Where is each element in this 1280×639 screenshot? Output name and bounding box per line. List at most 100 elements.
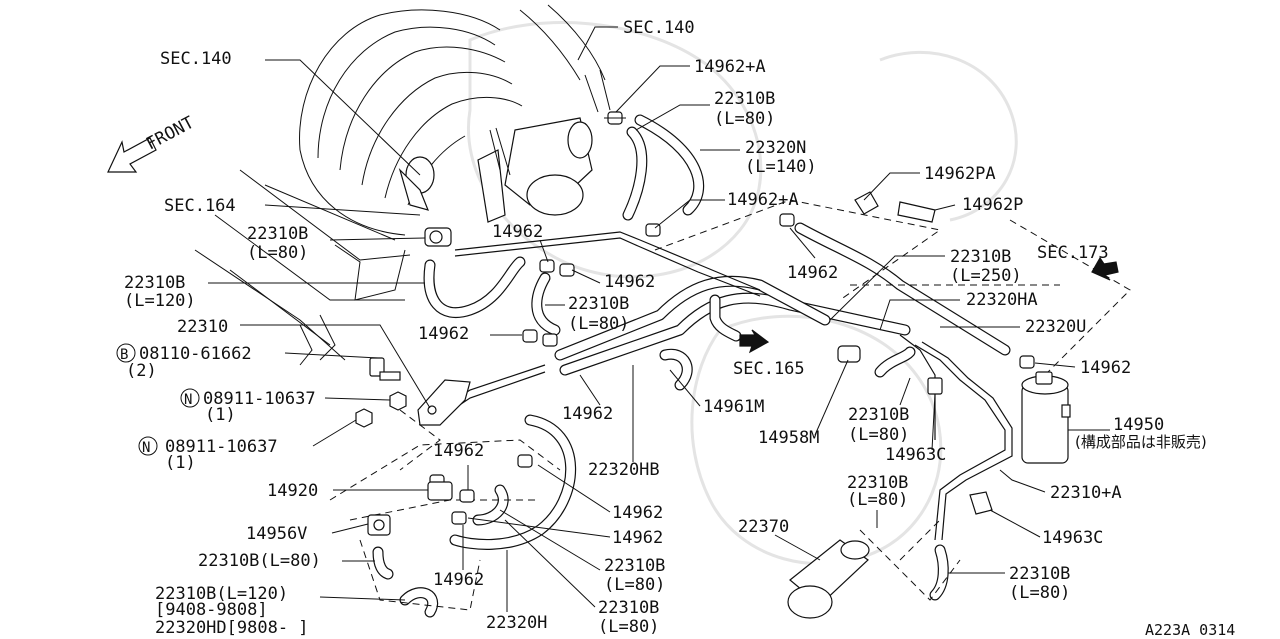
filter-icon xyxy=(787,539,870,619)
valve-icon xyxy=(367,514,391,536)
clamp-icon xyxy=(539,259,575,277)
label-sec164: SEC.164 xyxy=(164,196,236,216)
bolt-icon xyxy=(369,357,401,381)
hoses xyxy=(372,114,1011,618)
label-14961m: 14961M xyxy=(703,397,764,417)
label-14958m: 14958M xyxy=(758,428,819,448)
clamp-icon xyxy=(897,201,936,223)
clamp-icon xyxy=(854,191,879,215)
label-22310b-8: 22310B xyxy=(598,598,659,618)
front-label: FRONT xyxy=(143,113,198,155)
leader-lines xyxy=(208,26,1110,612)
label-22310b-5-len: (L=80) xyxy=(847,490,908,510)
label-22320h: 22320H xyxy=(486,613,547,633)
rigid-tubes xyxy=(439,231,1013,541)
label-22310b-2: 22310B xyxy=(247,224,308,244)
label-14962-e: 14962 xyxy=(1080,358,1131,378)
label-22310b-2-len: (L=80) xyxy=(247,243,308,263)
label-22310b-1-len: (L=80) xyxy=(714,109,775,129)
label-14950: 14950 xyxy=(1113,415,1164,435)
label-14920: 14920 xyxy=(267,481,318,501)
label-22310b-3-len: (L=80) xyxy=(568,314,629,334)
label-22310b-7: 22310B xyxy=(1009,564,1070,584)
label-14962-c: 14962 xyxy=(604,272,655,292)
label-range-1: [9408-9808] xyxy=(155,600,268,620)
label-sec173: SEC.173 xyxy=(1037,243,1109,263)
nut-icon xyxy=(389,391,407,411)
label-14962-f: 14962 xyxy=(562,404,613,424)
part-labels: SEC.140 SEC.140 14962+A 22310B (L=80) 22… xyxy=(116,18,1235,639)
label-22320hb: 22320HB xyxy=(588,460,660,480)
label-14962a-mid: 14962+A xyxy=(727,190,799,210)
label-22310a: 22310+A xyxy=(1050,483,1122,503)
label-22320u: 22320U xyxy=(1025,317,1086,337)
label-22310b-250: 22310B xyxy=(950,247,1011,267)
label-14962-b: 14962 xyxy=(787,263,838,283)
label-nut2-circle: N xyxy=(142,440,150,456)
label-nut1-code: 08911-10637 xyxy=(203,389,316,409)
label-14963c-b: 14963C xyxy=(1042,528,1103,548)
valve-icon xyxy=(424,227,452,247)
label-14962-h: 14962 xyxy=(612,503,663,523)
label-sec140-top: SEC.140 xyxy=(623,18,695,38)
clamp-icon xyxy=(604,111,626,125)
label-nut1-circle: N xyxy=(184,392,192,408)
label-14950-note: (構成部品は非販売) xyxy=(1075,433,1207,451)
label-14962-a: 14962 xyxy=(492,222,543,242)
engine-block xyxy=(194,169,411,366)
label-bolt-qty: (2) xyxy=(126,361,157,381)
clamp-icon xyxy=(517,454,533,468)
clamp-icon xyxy=(969,491,993,515)
label-22310b-1: 22310B xyxy=(714,89,775,109)
label-22310b-l80: 22310B(L=80) xyxy=(198,551,321,571)
clamp-icon xyxy=(1019,355,1035,369)
nut-icon xyxy=(355,408,373,428)
label-22320n: 22320N xyxy=(745,138,806,158)
label-22310b-7-len: (L=80) xyxy=(1009,583,1070,603)
label-22310b-5: 22310B xyxy=(847,473,908,493)
solenoid-icon xyxy=(427,481,453,501)
label-22310b-120-len: (L=120) xyxy=(124,291,196,311)
valve-icon xyxy=(837,345,861,363)
label-bolt-circle: B xyxy=(120,347,128,363)
intake-manifold xyxy=(299,4,611,236)
label-22310b-l120: 22310B(L=120) xyxy=(155,584,288,604)
canister-icon xyxy=(1021,371,1071,464)
dashed-guides xyxy=(329,199,1131,611)
label-14962p: 14962P xyxy=(962,195,1023,215)
label-22310: 22310 xyxy=(177,317,228,337)
label-nut2-code: 08911-10637 xyxy=(165,437,278,457)
label-bolt-code: 08110-61662 xyxy=(139,344,252,364)
label-22310b-4-len: (L=80) xyxy=(848,425,909,445)
label-22310b-250-len: (L=250) xyxy=(950,266,1022,286)
label-22310b-120: 22310B xyxy=(124,273,185,293)
label-sec165: SEC.165 xyxy=(733,359,805,379)
nut1-marker xyxy=(180,388,200,408)
connector-icon xyxy=(927,377,943,395)
front-arrow: FRONT xyxy=(107,113,198,173)
clamp-icon xyxy=(779,213,795,227)
label-14963c-a: 14963C xyxy=(885,445,946,465)
label-22320n-len: (L=140) xyxy=(745,157,817,177)
label-14962-d: 14962 xyxy=(418,324,469,344)
clamp-icon xyxy=(522,329,558,347)
label-14962a-top: 14962+A xyxy=(694,57,766,77)
label-22310b-8-len: (L=80) xyxy=(598,617,659,637)
label-22310b-6-len: (L=80) xyxy=(604,575,665,595)
nut2-marker xyxy=(138,436,158,456)
label-14962pa: 14962PA xyxy=(924,164,996,184)
label-22310b-6: 22310B xyxy=(604,556,665,576)
label-14962-j: 14962 xyxy=(433,570,484,590)
bracket-icon xyxy=(417,379,471,426)
label-22310b-3: 22310B xyxy=(568,294,629,314)
label-nut1-qty: (1) xyxy=(205,405,236,425)
bolt-marker xyxy=(116,343,136,363)
label-14956v: 14956V xyxy=(246,524,307,544)
label-figure-code: A223A 0314 xyxy=(1145,621,1235,639)
label-14962-i: 14962 xyxy=(612,528,663,548)
label-22310b-4: 22310B xyxy=(848,405,909,425)
label-22320hd: 22320HD[9808- ] xyxy=(155,618,309,638)
label-sec140-left: SEC.140 xyxy=(160,49,232,69)
label-22370: 22370 xyxy=(738,517,789,537)
